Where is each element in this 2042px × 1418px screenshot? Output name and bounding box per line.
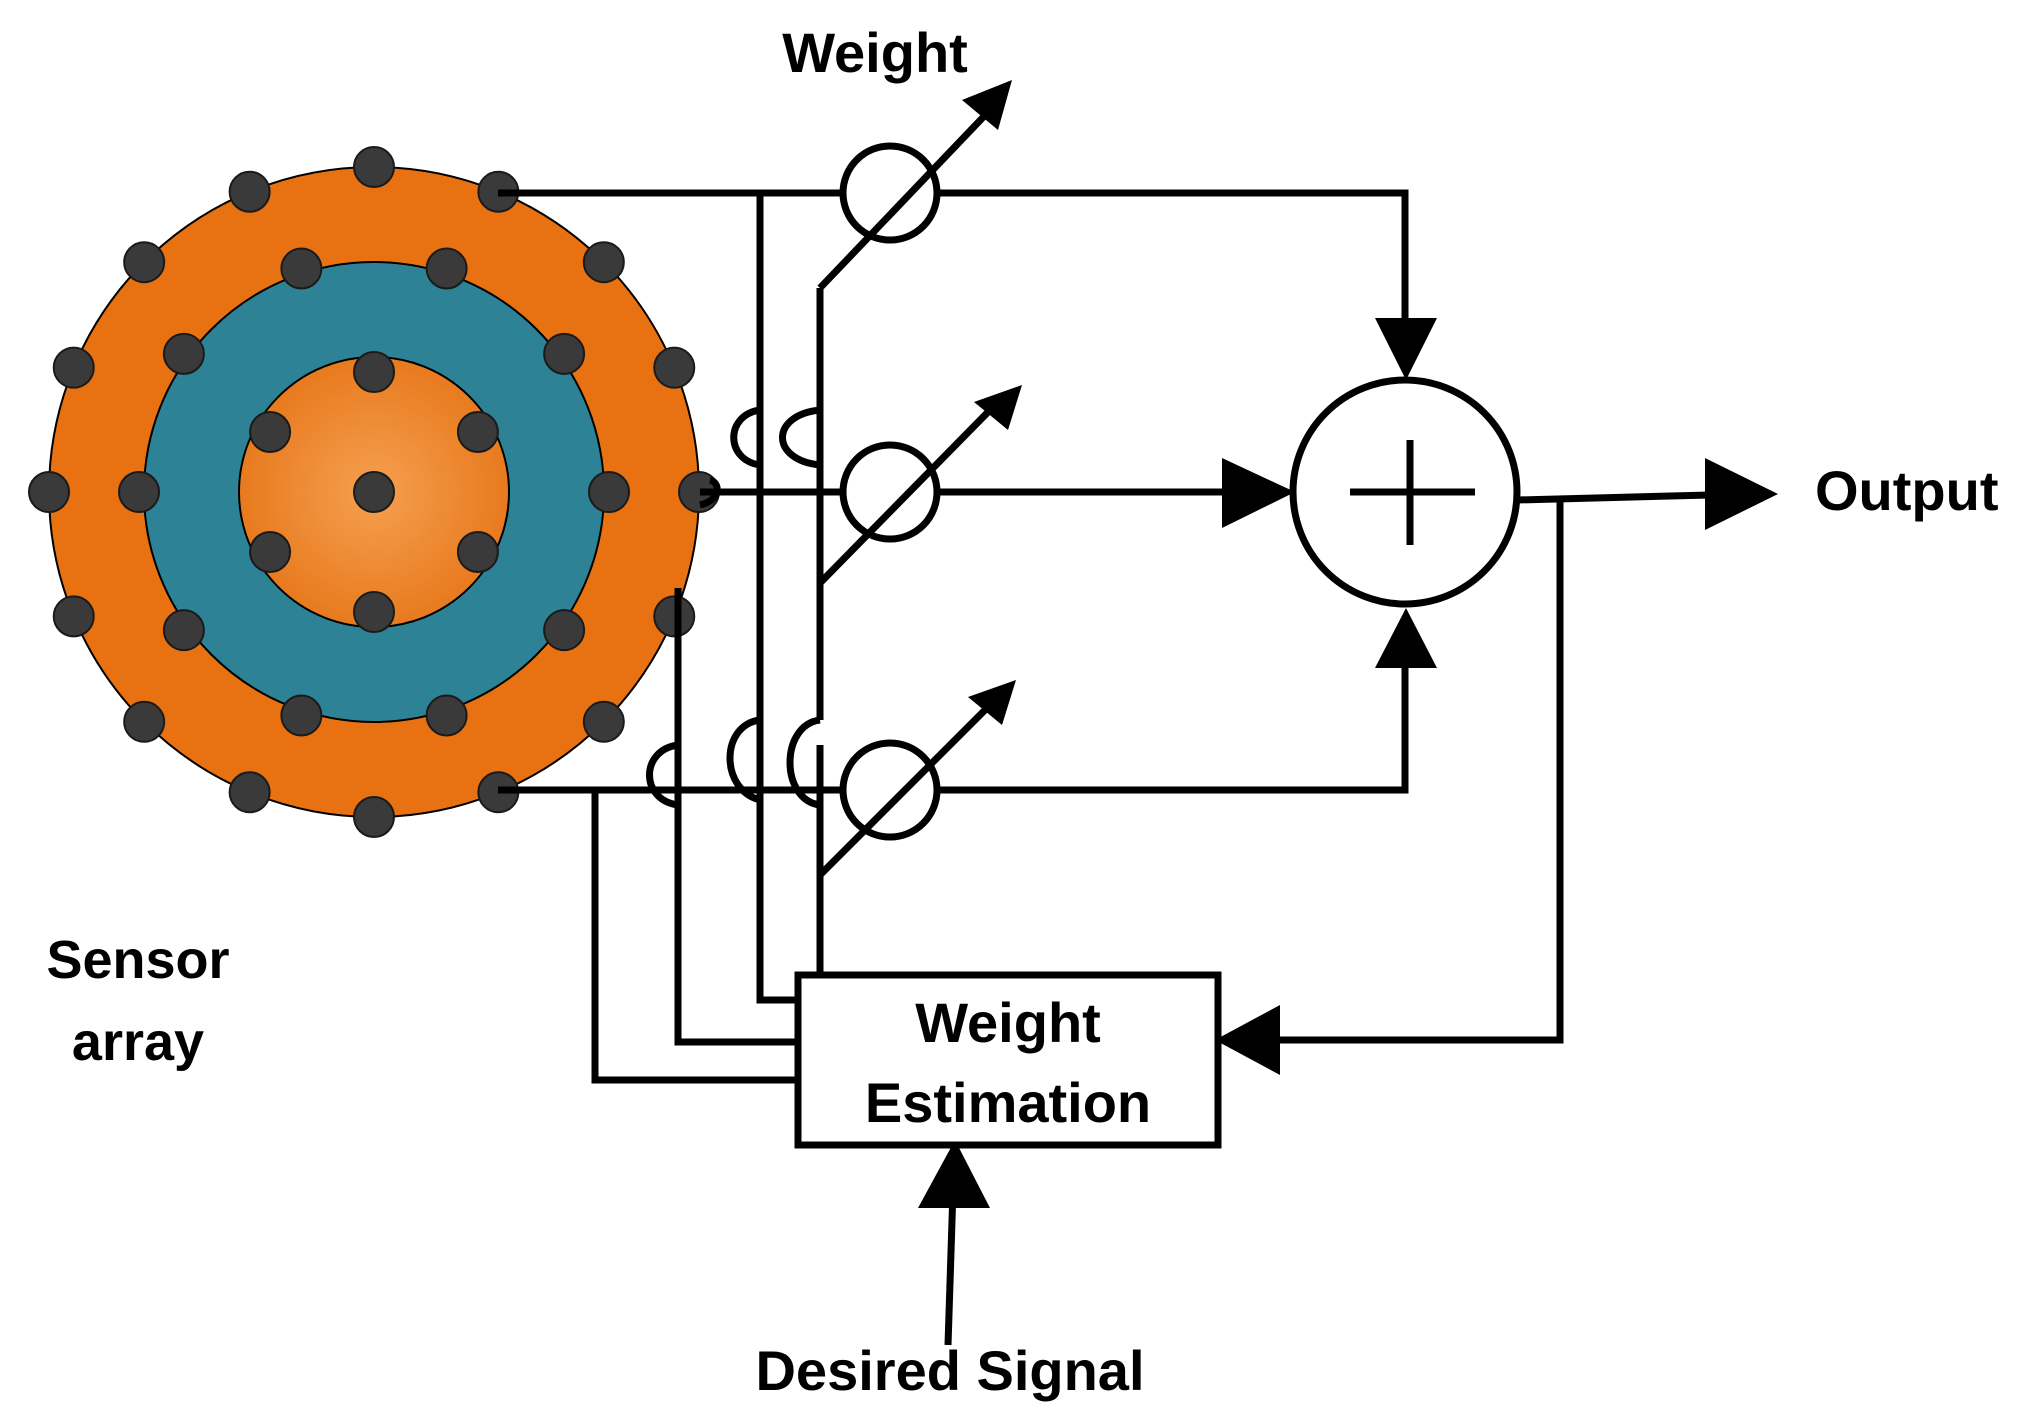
sensor-dot [456,411,499,453]
sensor-dot [543,332,586,375]
sensor-dot [118,471,160,513]
sensor-dot [123,700,166,743]
hop-f [698,476,721,509]
tap-3 [756,193,798,1004]
arrow-feedback [1215,1005,1280,1075]
sensor-dot [249,411,292,453]
sensor-dot [353,146,395,188]
estimation-label-line1: Weight [915,991,1101,1054]
variable-weight-icon-top [817,80,1012,291]
sensor-array-label-line2: array [72,1012,204,1072]
arrow-output [1705,458,1778,530]
arrow-desired-signal [918,1140,990,1208]
sensor-dot [653,595,696,638]
wire-output [1516,491,1711,504]
signal-wires [498,189,1711,1346]
sensor-dot [228,771,271,814]
sensor-dot [353,591,395,633]
variable-weight-icon-bottom [817,680,1016,878]
hop-c [646,741,679,809]
wire-top-to-sum [940,189,1409,320]
sensor-dot [425,694,468,737]
estimation-label-line2: Estimation [865,1071,1151,1134]
sensor-dot [582,700,625,743]
sensor-dot [280,694,323,737]
sensor-dot [543,609,586,652]
arrow-middle-into-sum [1222,458,1295,528]
weight-estimation-block [794,971,1222,1149]
sensor-dot [582,241,625,284]
arrowheads [918,318,1778,1208]
desired-signal-label: Desired Signal [755,1339,1144,1402]
sensor-dot [456,531,499,573]
sensor-array-label-line1: Sensor [46,930,229,990]
weight-label: Weight [782,21,968,84]
variable-weight-icon-middle [817,385,1022,586]
summing-junction-icon [1289,376,1521,608]
wire-desired-signal [944,1189,957,1346]
sensor-dot [280,247,323,290]
arrow-bottom-into-sum [1375,608,1437,668]
sensor-dot [353,796,395,838]
sensor-dot [52,346,95,389]
hop-d [726,716,762,804]
output-label: Output [1815,459,1998,522]
sensor-dot [228,170,271,213]
sensor-dot [52,595,95,638]
wire-bottom-to-sum [940,666,1409,794]
hop-a [730,406,761,469]
sensor-array [28,146,720,838]
sensor-dot [162,332,205,375]
sensor-dot [353,471,395,513]
sensor-dot [162,609,205,652]
tap-4 [674,588,798,1046]
sensor-dot [123,241,166,284]
sensor-dot [653,346,696,389]
arrow-top-into-sum [1375,318,1437,380]
sensor-dots [28,146,720,838]
hop-e [786,716,821,809]
hop-b [779,406,821,469]
sensor-dot [28,471,70,513]
sensor-dot [249,531,292,573]
sensor-dot [425,247,468,290]
wire-feedback [1280,500,1564,1044]
tap-bottom [591,790,798,1084]
sensor-dot [353,351,395,393]
sensor-dot [588,471,630,513]
